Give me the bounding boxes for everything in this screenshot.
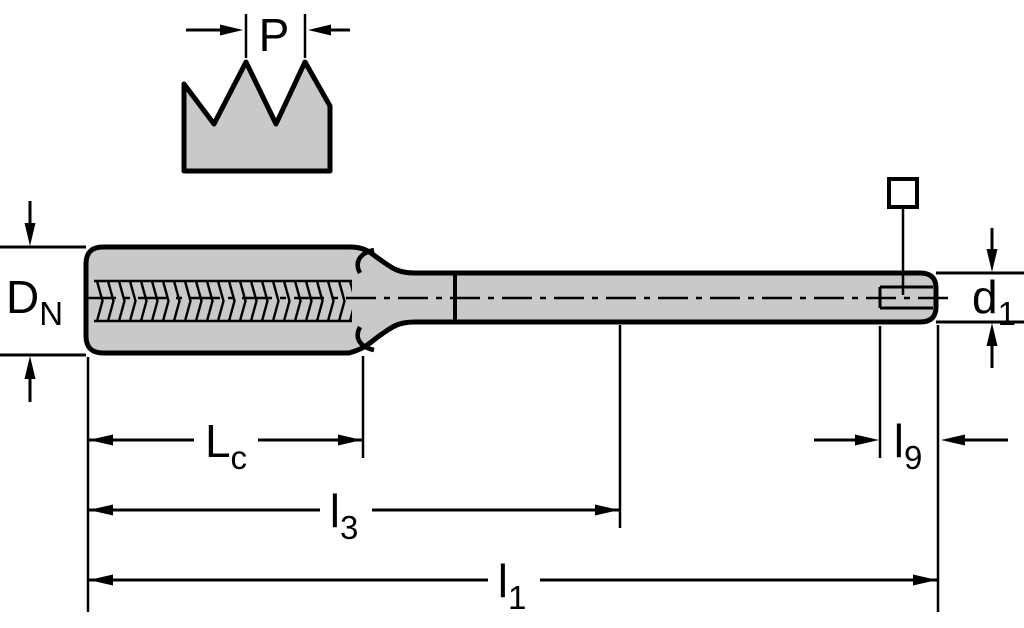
thread-hatch-band [94,281,352,321]
label-overall-length: l1 [498,555,527,616]
label-pitch: P [259,9,290,61]
pitch-arrowhead-left [220,24,243,36]
flute-runout-bottom [355,325,375,353]
label-square-length: l9 [894,415,923,476]
dimension-overall-length: l1 [88,552,938,616]
tap-body-silhouette [83,244,939,356]
dimension-shank-diameter: d1 [936,228,1024,368]
l3-label-halo [320,482,372,538]
l9-arrowhead-right [941,434,965,446]
dimension-nominal-diameter: DN [0,201,86,402]
lc-arrowhead-left [89,434,113,446]
thread-profile-shape [181,59,333,174]
pitch-arrowhead-right [308,24,331,36]
label-shank-diameter: d1 [972,271,1016,332]
l3-arrowhead-right [595,504,619,516]
lc-label-halo [194,412,258,468]
dimension-neck-length: l3 [88,482,620,546]
label-nominal-diameter: DN [6,271,63,332]
l3-arrowhead-left [89,504,113,516]
thread-profile-detail: P [181,9,350,174]
l9-arrowhead-left [855,434,879,446]
dimension-thread-length: Lc [88,412,363,476]
flute-runout-top [355,247,375,275]
lc-arrowhead-right [338,434,362,446]
l1-label-halo [488,552,540,608]
d1-arrowhead-bottom [986,323,998,346]
dn-arrowhead-top [24,223,36,246]
label-neck-length: l3 [330,485,359,546]
l1-arrowhead-left [89,574,113,586]
square-drive-symbol-icon [887,177,919,209]
label-thread-length: Lc [205,415,247,476]
l1-arrowhead-right [913,574,937,586]
tap-body-group [83,244,950,356]
dimension-square-length: l9 [814,415,1008,476]
dn-arrowhead-bottom [24,356,36,379]
square-drive-callout [887,177,919,295]
d1-arrowhead-top [986,249,998,272]
